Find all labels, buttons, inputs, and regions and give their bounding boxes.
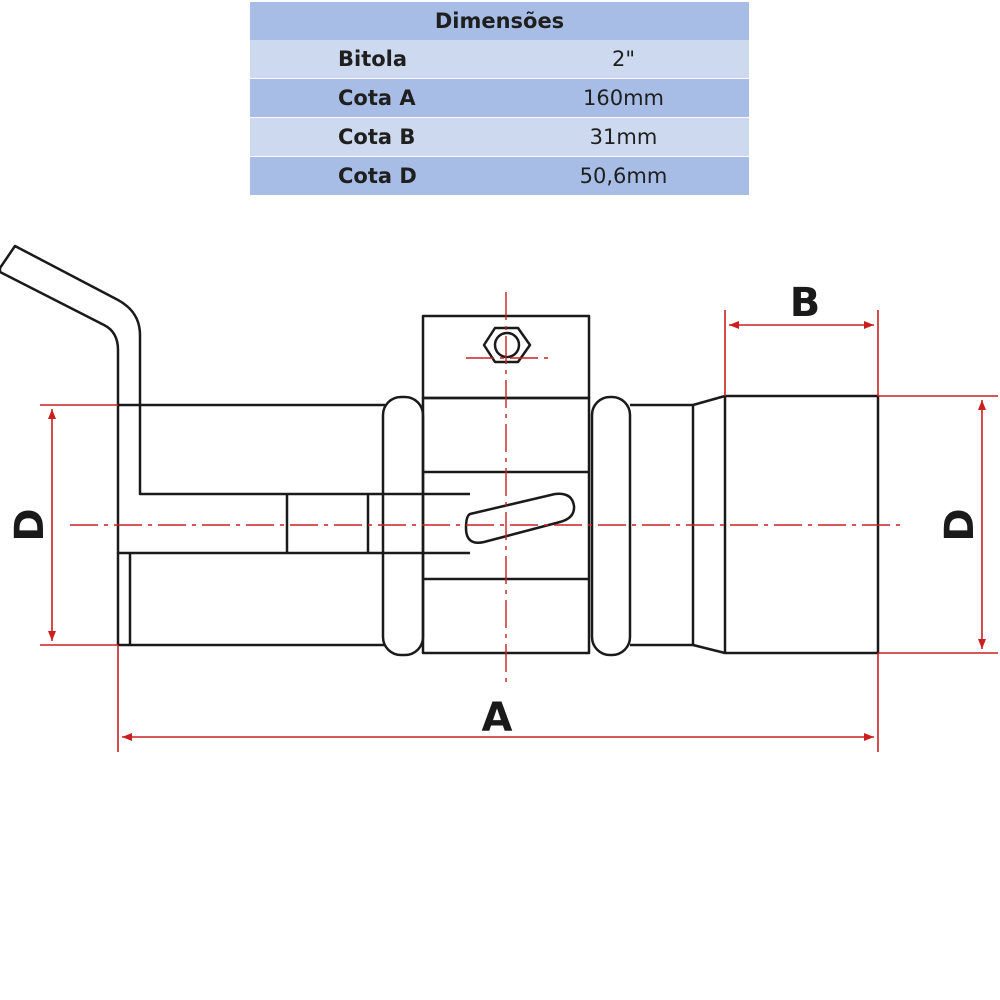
row-label: Cota D	[250, 156, 498, 195]
dimension-label-d-left: D	[7, 508, 53, 541]
right-ring	[590, 395, 632, 657]
row-label: Cota A	[250, 78, 498, 118]
table-header-row: Dimensões	[250, 2, 749, 40]
table-row: Cota B 31mm	[250, 117, 749, 157]
row-value: 160mm	[498, 78, 749, 118]
table-title: Dimensões	[250, 2, 749, 40]
row-value: 2"	[498, 40, 749, 79]
bent-rod	[0, 244, 470, 555]
row-value: 50,6mm	[498, 156, 749, 195]
part-outline	[0, 244, 880, 657]
left-ring	[381, 395, 425, 657]
row-label: Cota B	[250, 117, 498, 157]
dimension-label-b: B	[790, 280, 821, 326]
dimensions-table: Dimensões Bitola 2" Cota A 160mm Cota B …	[250, 2, 749, 195]
table-row: Cota D 50,6mm	[250, 156, 749, 195]
dimension-label-d-right: D	[937, 508, 983, 541]
dimension-lines	[40, 310, 998, 752]
row-label: Bitola	[250, 40, 498, 79]
main-body	[116, 403, 385, 647]
slot-lever	[464, 492, 576, 544]
row-value: 31mm	[498, 117, 749, 157]
bolt-circle	[493, 331, 521, 359]
hex-nut	[482, 326, 532, 364]
table-row: Cota A 160mm	[250, 78, 749, 118]
center-lines	[70, 292, 905, 685]
dimension-label-a: A	[482, 695, 513, 741]
table-row: Bitola 2"	[250, 40, 749, 79]
